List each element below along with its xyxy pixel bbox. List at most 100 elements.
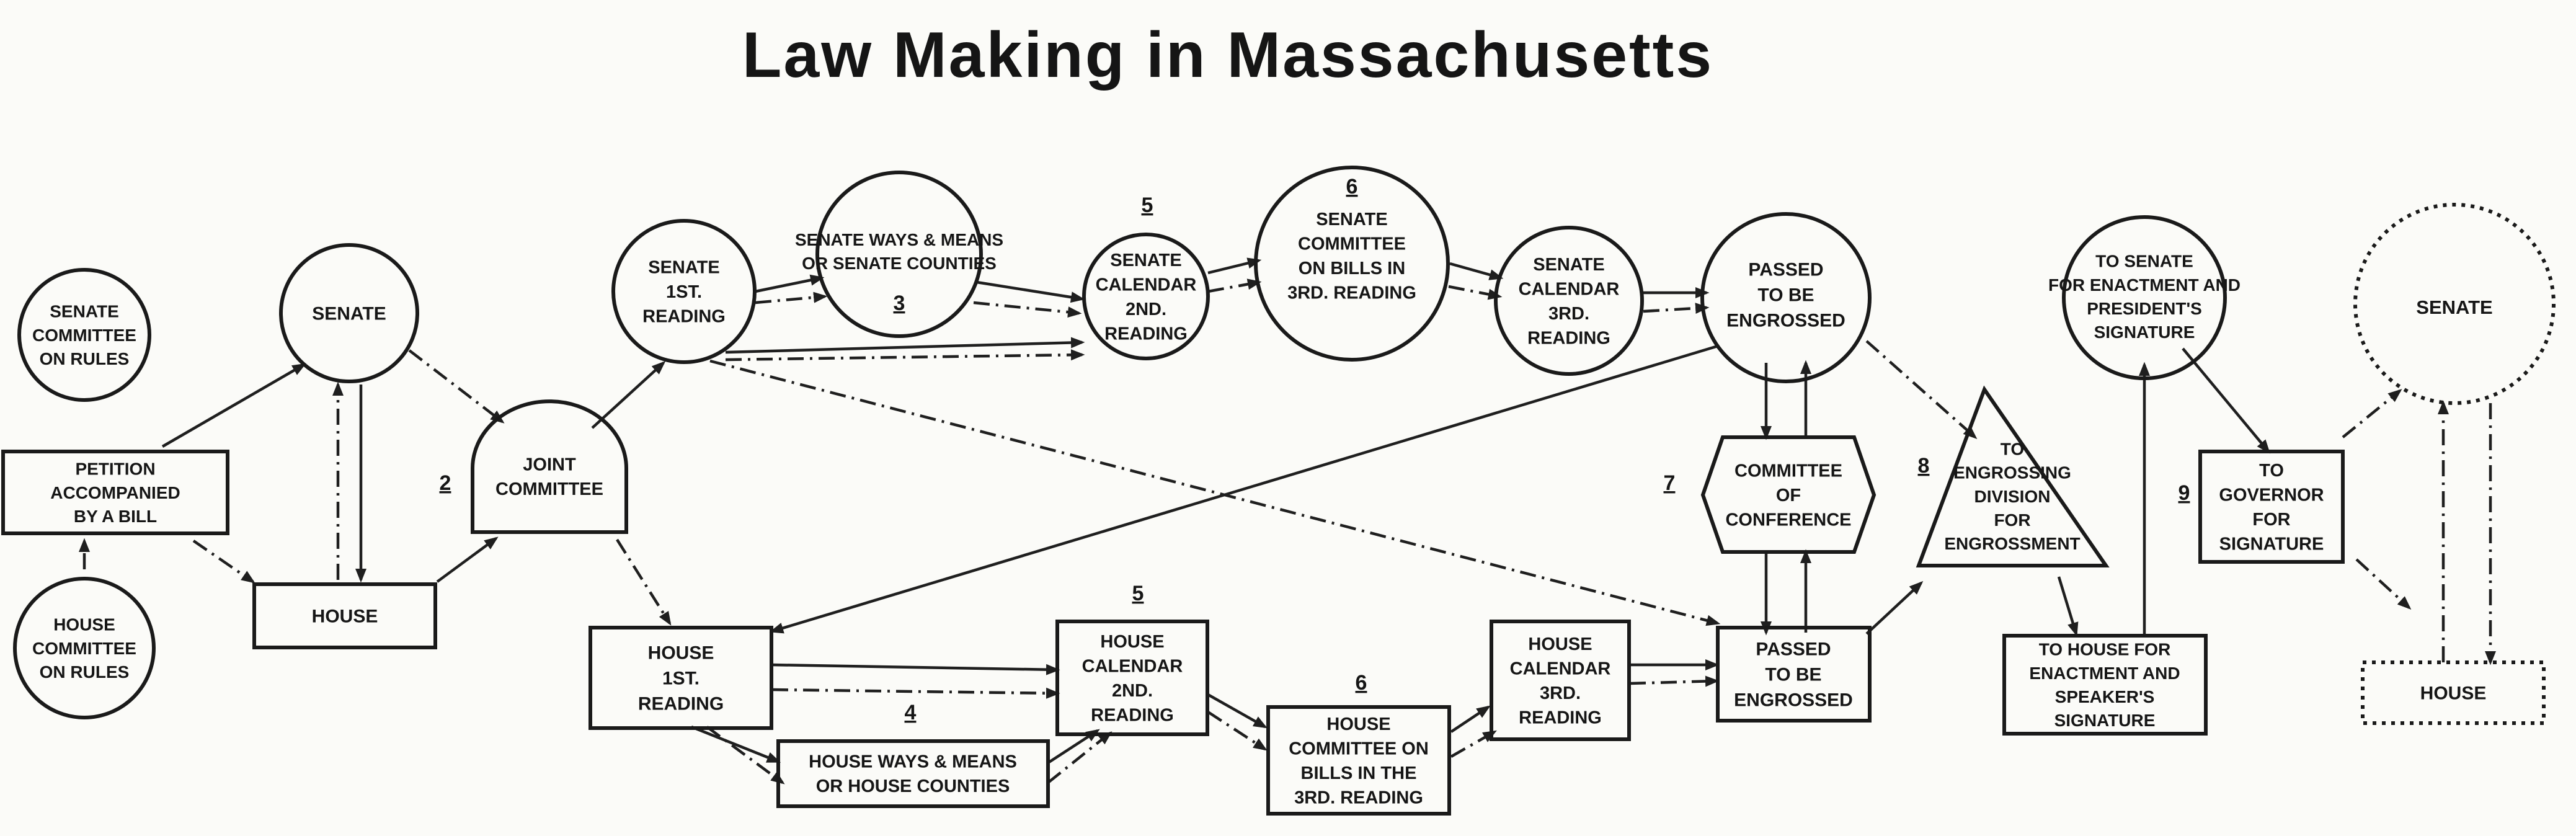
- edge-senate-bills3-to-cal3: [1449, 262, 1504, 280]
- node-label-line: ON RULES: [40, 349, 130, 368]
- node-label-line: ON BILLS IN: [1299, 259, 1405, 278]
- edge-petition-to-house: [192, 540, 255, 584]
- house-cal2-box: [1055, 620, 1209, 736]
- node-label-line: SENATE: [1533, 255, 1604, 275]
- node-label-line: HOUSE WAYS & MEANS: [809, 752, 1017, 772]
- node-label-line: 3RD.: [1548, 304, 1589, 324]
- node-label-line: READING: [1091, 705, 1174, 725]
- step-number-joint: 2: [440, 471, 451, 495]
- step-number-senate-bills3: 6: [1346, 175, 1358, 198]
- edges: [79, 257, 2496, 785]
- node-label-line: PASSED: [1756, 639, 1831, 660]
- node-label-line: ENGROSSING: [1953, 463, 2071, 482]
- step-number-house-ways: 4: [905, 701, 917, 724]
- edge-joint-to-house-first: [616, 538, 672, 626]
- house-first-box: [588, 626, 773, 730]
- node-label-line: HOUSE: [2420, 683, 2487, 704]
- node-label-line: SENATE: [312, 304, 386, 324]
- edge-governor-to-senate: [2342, 389, 2402, 438]
- node-label-line: SENATE: [648, 258, 719, 278]
- edge-house-cal3-to-passed-alt: [1629, 675, 1720, 687]
- edge-senate-first-to-cal2: [725, 337, 1085, 354]
- node-label-line: DIVISION: [1974, 487, 2051, 506]
- senate-rules-circle: [17, 268, 151, 402]
- house-ways-box: [776, 739, 1050, 808]
- node-label-line: HOUSE: [312, 607, 378, 627]
- senate-left-circle: [279, 243, 419, 383]
- node-label-line: FOR: [2252, 510, 2290, 530]
- node-label-line: HOUSE: [1326, 714, 1390, 734]
- step-number-senate-ways: 3: [894, 291, 905, 315]
- edge-joint-to-senate-first: [591, 360, 666, 429]
- node-label-line: OR SENATE COUNTIES: [802, 254, 997, 273]
- house-right-label: HOUSE: [2420, 683, 2487, 704]
- edge-house-cal2-to-bills3: [1207, 693, 1268, 729]
- house-left-box: [252, 582, 437, 649]
- node-label-line: PETITION: [75, 460, 155, 479]
- node-label-line: 3RD. READING: [1287, 283, 1416, 303]
- edge-senate-to-joint: [408, 349, 505, 424]
- edge-house-bills3-to-cal3-alt: [1450, 730, 1497, 758]
- node-label-line: SPEAKER'S: [2055, 687, 2155, 706]
- edge-senate-cal2-to-bills3-alt: [1207, 278, 1262, 293]
- node-label-line: TO BE: [1765, 665, 1821, 685]
- governor-box: [2198, 450, 2345, 564]
- node-label-line: COMMITTEE: [1298, 234, 1406, 254]
- petition-box: [1, 450, 229, 535]
- node-label-line: CALENDAR: [1096, 275, 1197, 295]
- senate-right-label: SENATE: [2416, 296, 2492, 318]
- node-label-line: CONFERENCE: [1725, 510, 1851, 530]
- step-number-conference: 7: [1664, 471, 1676, 495]
- senate-cal2-circle: [1082, 233, 1210, 360]
- step-number-governor: 9: [2178, 481, 2190, 505]
- edge-senate-passed-to-house-first: [769, 344, 1718, 634]
- edge-senate-first-to-house-passed: [709, 359, 1721, 626]
- edge-house-first-to-ways: [691, 725, 781, 763]
- node-label-line: READING: [1519, 708, 1602, 727]
- senate-ways-circle: [815, 171, 983, 338]
- node-label-line: CALENDAR: [1082, 656, 1183, 676]
- edge-senate-bills3-to-cal3-alt: [1448, 285, 1503, 300]
- node-label-line: HOUSE: [1100, 632, 1164, 652]
- house-left-label: HOUSE: [312, 607, 378, 627]
- node-label-line: READING: [638, 693, 724, 714]
- node-label-line: 2ND.: [1126, 300, 1166, 319]
- edge-ways-to-house-cal2-alt: [1047, 731, 1113, 784]
- node-label-line: JOINT: [523, 455, 576, 474]
- house-cal3-box: [1490, 620, 1631, 741]
- senate-cal3-circle: [1494, 226, 1644, 376]
- node-label-line: SENATE: [1110, 251, 1181, 270]
- node-label-line: FOR ENACTMENT AND: [2048, 275, 2241, 295]
- senate-bills3-circle: [1254, 166, 1450, 362]
- node-label-line: CALENDAR: [1519, 279, 1620, 299]
- node-shapes: [1, 166, 2556, 816]
- step-number-house-cal2: 5: [1132, 582, 1144, 605]
- edge-house-first-to-ways-alt: [706, 726, 785, 785]
- node-label-line: SIGNATURE: [2094, 322, 2195, 342]
- node-label-line: TO SENATE: [2095, 252, 2193, 271]
- edge-engrossing-to-house-enact: [2057, 576, 2079, 637]
- node-label-line: PASSED: [1748, 260, 1823, 280]
- senate-first-circle: [611, 219, 757, 364]
- node-label-line: HOUSE: [1528, 634, 1592, 654]
- node-label-line: ACCOMPANIED: [50, 483, 180, 502]
- node-label-line: TO HOUSE FOR: [2039, 640, 2171, 659]
- node-label-line: 1ST.: [666, 282, 702, 302]
- node-label-line: SENATE WAYS & MEANS: [795, 230, 1003, 249]
- edge-petition-to-senate: [161, 363, 306, 448]
- node-label-line: BILLS IN THE: [1301, 763, 1417, 783]
- node-label-line: ON RULES: [40, 662, 130, 682]
